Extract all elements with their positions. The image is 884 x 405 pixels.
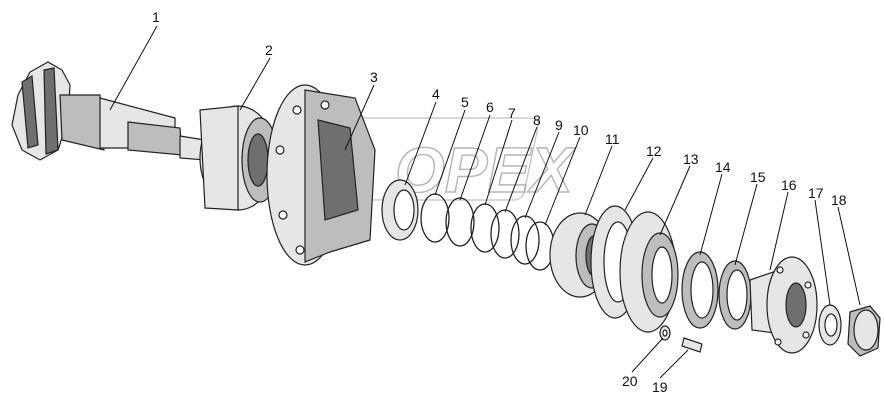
part-4-ring	[381, 179, 419, 241]
leader-8	[504, 126, 538, 213]
part-15-seal	[718, 260, 752, 330]
part-16-flange	[749, 256, 818, 354]
leader-1	[109, 25, 158, 111]
callout-5: 5	[461, 94, 469, 110]
leader-11	[584, 145, 613, 216]
callout-18: 18	[831, 192, 847, 208]
leader-10	[544, 136, 581, 226]
callout-2: 2	[265, 42, 273, 58]
part-1-pinion-shaft	[11, 61, 206, 161]
part-20-small-washer	[659, 325, 671, 341]
part-8-shim	[490, 209, 520, 259]
part-6-shim	[445, 197, 475, 247]
callout-6: 6	[486, 99, 494, 115]
callout-15: 15	[750, 169, 766, 185]
callout-9: 9	[555, 117, 563, 133]
leader-lines	[109, 25, 861, 379]
leader-6	[459, 114, 491, 201]
callout-16: 16	[781, 177, 797, 193]
leader-13	[659, 165, 691, 236]
leader-17	[814, 199, 831, 306]
callout-3: 3	[370, 69, 378, 85]
leader-9	[524, 131, 560, 219]
part-7-shim	[470, 203, 500, 253]
callout-4: 4	[432, 86, 440, 102]
part-2-bearing	[199, 105, 279, 211]
leader-7	[484, 119, 513, 206]
leader-2	[239, 57, 271, 111]
callout-7: 7	[508, 105, 516, 121]
callout-19: 19	[652, 379, 668, 395]
callout-14: 14	[715, 159, 731, 175]
part-18-nut	[847, 305, 881, 357]
leader-12	[624, 157, 654, 211]
leader-14	[699, 173, 723, 256]
part-19-pin	[681, 337, 703, 353]
leader-4	[404, 101, 437, 186]
leader-3	[344, 84, 375, 151]
part-9-shim	[510, 215, 540, 265]
leader-5	[434, 109, 466, 196]
callout-13: 13	[683, 151, 699, 167]
part-10-shim	[525, 221, 555, 271]
callout-10: 10	[573, 122, 589, 138]
leader-18	[837, 206, 861, 306]
watermark-text: OPEX	[395, 134, 576, 206]
callout-1: 1	[152, 9, 160, 25]
leader-15	[734, 183, 758, 266]
part-14-seal	[681, 251, 719, 329]
watermark: OPEX	[323, 117, 577, 207]
part-13-cover	[619, 211, 679, 333]
part-17-washer	[818, 304, 842, 346]
leader-16	[769, 191, 789, 271]
callout-17: 17	[808, 185, 824, 201]
callout-20: 20	[622, 373, 638, 389]
callout-12: 12	[646, 143, 662, 159]
callout-11: 11	[605, 131, 620, 147]
leader-20	[631, 337, 664, 373]
leader-19	[659, 349, 689, 379]
part-3-housing	[266, 84, 376, 266]
callout-labels: 1 2 3 4 5 6 7 8 9 10 11 12 13 14 15 16 1…	[152, 9, 847, 395]
callout-8: 8	[533, 112, 541, 128]
